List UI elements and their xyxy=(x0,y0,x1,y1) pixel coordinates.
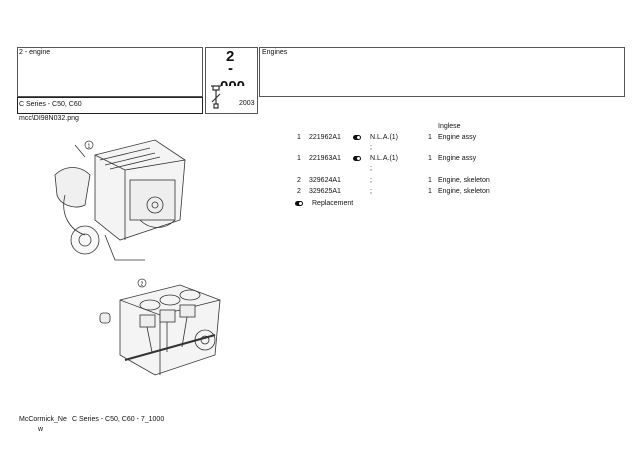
replacement-icon xyxy=(353,135,361,140)
group-box xyxy=(205,47,258,114)
group-sub-clip: 000 xyxy=(206,78,257,86)
sub-note: ; xyxy=(370,165,372,172)
section-box xyxy=(17,47,203,97)
quantity: 1 xyxy=(428,134,432,141)
note: N.L.A.(1) xyxy=(370,155,399,162)
group-sub: 000 xyxy=(220,78,245,86)
footer-brand-wrap: w xyxy=(38,426,44,433)
group-dash: - xyxy=(228,60,233,77)
callout-1: 1 xyxy=(88,144,91,150)
engine-assy-drawing: 1 xyxy=(54,139,186,261)
engine-skeleton-drawing: 2 xyxy=(99,278,221,376)
ref-number: 2 xyxy=(297,177,301,184)
description: Engine, skeleton xyxy=(438,177,490,184)
note: ; xyxy=(370,177,372,184)
quantity: 1 xyxy=(428,155,432,162)
title-box xyxy=(259,47,625,97)
footer-brand: McCormick_Ne xyxy=(19,416,67,423)
description: Engine assy xyxy=(438,134,477,141)
series-box xyxy=(17,97,203,114)
quantity: 1 xyxy=(428,177,432,184)
image-filename: mcc\DI98N032.png xyxy=(19,115,79,122)
engine-symbol-icon xyxy=(211,85,221,109)
year: 2003 xyxy=(239,100,255,107)
quantity: 1 xyxy=(428,188,432,195)
group-number: 2 xyxy=(226,48,235,65)
part-number[interactable]: 329625A1 xyxy=(309,188,341,195)
footer-doc: C Series - C50, C60 - 7_1000 xyxy=(72,416,165,423)
ref-number: 1 xyxy=(297,134,301,141)
replacement-icon xyxy=(353,156,361,161)
sub-note: ; xyxy=(370,144,372,151)
language-header: Inglese xyxy=(438,123,461,130)
ref-number: 1 xyxy=(297,155,301,162)
note: ; xyxy=(370,188,372,195)
series-label: C Series - C50, C60 xyxy=(19,101,82,108)
ref-number: 2 xyxy=(297,188,301,195)
section-title: 2 - engine xyxy=(19,49,51,56)
description: Engine, skeleton xyxy=(438,188,490,195)
note: N.L.A.(1) xyxy=(370,134,399,141)
callout-2: 2 xyxy=(141,282,144,288)
part-number[interactable]: 221962A1 xyxy=(309,134,341,141)
replacement-legend-label: Replacement xyxy=(312,200,354,207)
part-number[interactable]: 221963A1 xyxy=(309,155,341,162)
page-title: Engines xyxy=(262,49,288,56)
description: Engine assy xyxy=(438,155,477,162)
part-number[interactable]: 329624A1 xyxy=(309,177,341,184)
replacement-legend-icon xyxy=(295,201,303,206)
